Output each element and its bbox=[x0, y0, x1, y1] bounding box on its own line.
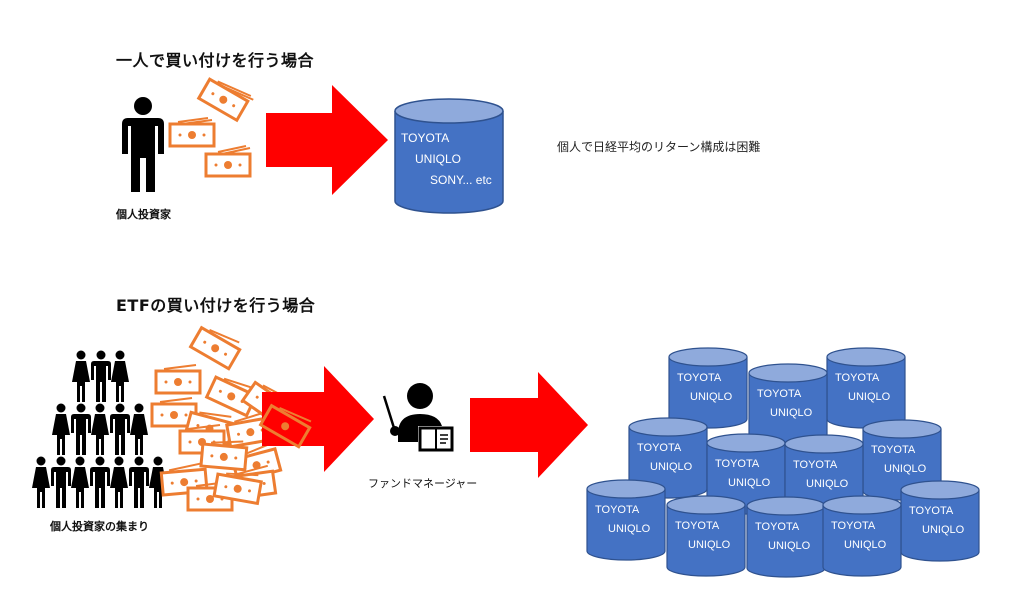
person-icon bbox=[32, 456, 50, 508]
stock-cylinder bbox=[668, 347, 748, 429]
stock-cylinder bbox=[394, 98, 504, 214]
cylinder-line: UNIQLO bbox=[650, 461, 693, 473]
cylinder-line: UNIQLO bbox=[848, 391, 891, 403]
cylinder-line: TOYOTA bbox=[401, 131, 450, 145]
cylinder-line: UNIQLO bbox=[690, 391, 733, 403]
person-icon bbox=[72, 350, 90, 402]
money-icon bbox=[204, 145, 252, 178]
stock-cylinder bbox=[900, 480, 980, 562]
arrow-icon bbox=[262, 366, 374, 472]
money-icon bbox=[258, 403, 312, 449]
stock-cylinder bbox=[826, 347, 906, 429]
person-icon bbox=[71, 456, 89, 508]
person-icon bbox=[109, 403, 130, 455]
stock-cylinder bbox=[586, 479, 666, 561]
arrow-icon bbox=[266, 85, 388, 195]
person-icon bbox=[90, 350, 111, 402]
fund-manager-icon bbox=[382, 383, 454, 452]
section1-title: 一人で買い付けを行う場合 bbox=[116, 51, 315, 70]
person-icon bbox=[70, 403, 91, 455]
cylinder-line: UNIQLO bbox=[688, 539, 731, 551]
cylinder-line: TOYOTA bbox=[677, 372, 722, 384]
cylinder-line: UNIQLO bbox=[415, 152, 462, 166]
money-icon bbox=[188, 325, 242, 371]
stock-cylinder bbox=[822, 495, 902, 577]
cylinder-line: TOYOTA bbox=[755, 521, 800, 533]
money-icon bbox=[199, 440, 249, 472]
difficulty-note: 個人で日経平均のリターン構成は困難 bbox=[557, 140, 761, 154]
money-icon bbox=[150, 397, 198, 428]
person-icon bbox=[89, 456, 110, 508]
cylinder-line: UNIQLO bbox=[844, 539, 887, 551]
cylinder-line: TOYOTA bbox=[715, 458, 760, 470]
cylinder-line: TOYOTA bbox=[757, 388, 802, 400]
person-icon bbox=[122, 97, 164, 192]
cylinder-line: UNIQLO bbox=[728, 477, 771, 489]
cylinder-line: TOYOTA bbox=[831, 520, 876, 532]
manager-label: ファンドマネージャー bbox=[368, 477, 478, 490]
cylinder-line: UNIQLO bbox=[770, 407, 813, 419]
stock-cylinder bbox=[666, 495, 746, 577]
cylinder-line: TOYOTA bbox=[909, 505, 954, 517]
person-icon bbox=[50, 456, 71, 508]
arrow-icon bbox=[470, 372, 588, 478]
cylinder-line: UNIQLO bbox=[922, 524, 965, 536]
person-icon bbox=[128, 456, 149, 508]
stock-cylinder bbox=[746, 496, 826, 578]
cylinder-line: TOYOTA bbox=[871, 444, 916, 456]
cylinder-line: TOYOTA bbox=[595, 504, 640, 516]
cylinder-line: TOYOTA bbox=[675, 520, 720, 532]
person-icon bbox=[91, 403, 109, 455]
money-icon bbox=[168, 117, 216, 148]
group-label: 個人投資家の集まり bbox=[50, 520, 149, 533]
section2-title: ETFの買い付けを行う場合 bbox=[116, 296, 316, 315]
cylinder-line: UNIQLO bbox=[768, 540, 811, 552]
cylinder-line: UNIQLO bbox=[884, 463, 927, 475]
person-icon bbox=[111, 350, 129, 402]
money-icon bbox=[212, 472, 263, 506]
money-icon bbox=[196, 77, 254, 123]
person-icon bbox=[130, 403, 148, 455]
money-icon bbox=[154, 364, 202, 395]
cylinder-line: TOYOTA bbox=[637, 442, 682, 454]
cylinder-line: TOYOTA bbox=[793, 459, 838, 471]
person-icon bbox=[52, 403, 70, 455]
cylinder-line: TOYOTA bbox=[835, 372, 880, 384]
stock-cylinder bbox=[628, 417, 708, 499]
cylinder-line: SONY... etc bbox=[430, 173, 492, 187]
investor-label: 個人投資家 bbox=[116, 208, 171, 221]
cylinder-line: UNIQLO bbox=[806, 478, 849, 490]
person-icon bbox=[110, 456, 128, 508]
cylinder-line: UNIQLO bbox=[608, 523, 651, 535]
